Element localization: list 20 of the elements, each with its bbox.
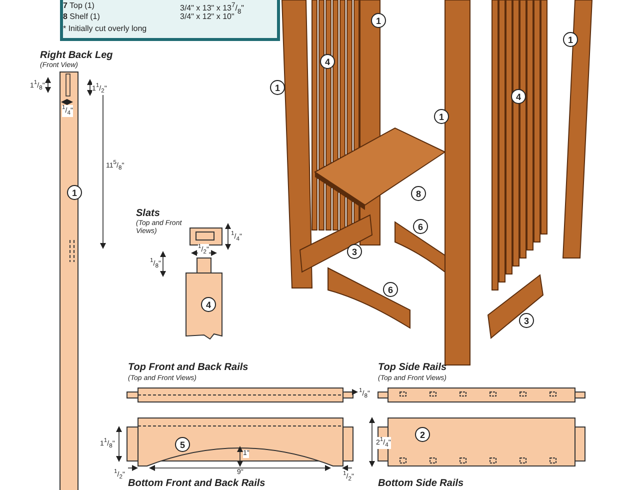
- callout-number: 1: [563, 32, 578, 47]
- callout-number: 1: [434, 109, 449, 124]
- callout-number: 3: [347, 244, 362, 259]
- view-title: Bottom Front and Back Rails: [128, 478, 266, 489]
- callout-number: 1: [371, 13, 386, 28]
- view-title: Top Side Rails: [378, 362, 447, 373]
- view-title: Bottom Side Rails: [378, 478, 464, 489]
- callout-number: 6: [383, 282, 398, 297]
- dimension-text: 3/4" x 12" x 10": [180, 13, 234, 22]
- callout-number: 3: [519, 313, 534, 328]
- part-name: 8 Shelf (1): [63, 13, 100, 22]
- callout-number: 8: [411, 186, 426, 201]
- part-name: 7 Top (1): [63, 2, 94, 11]
- note-text: * Initially cut overly long: [63, 25, 147, 34]
- callout-number: 6: [413, 219, 428, 234]
- view-title: Top Front and Back Rails: [128, 362, 248, 373]
- callout-number: 1: [270, 80, 285, 95]
- callout-number: 1: [67, 185, 82, 200]
- view-title: Right Back Leg: [40, 50, 113, 61]
- view-title: Slats: [136, 208, 160, 219]
